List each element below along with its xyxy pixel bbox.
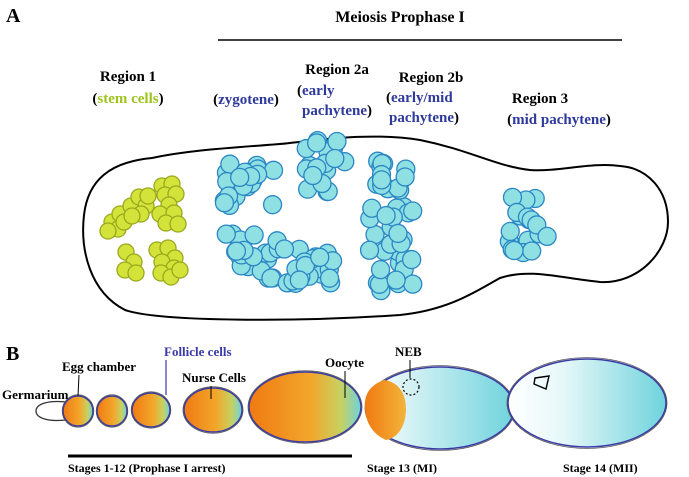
cell (537, 226, 557, 247)
meiotic-cell-clusters (214, 131, 557, 301)
cell (359, 240, 380, 260)
region2b-column (359, 151, 423, 301)
region3-label: Region 3 (mid pachytene) (507, 91, 611, 128)
neb-label: NEB (395, 344, 422, 359)
egg-chamber-4 (182, 386, 244, 434)
stem-cluster-2 (122, 187, 157, 225)
germarium-label: Germarium (2, 387, 69, 402)
region3-stage-line: (mid pachytene) (507, 112, 611, 128)
region2a-title: Region 2a (305, 62, 369, 78)
cell (306, 133, 327, 153)
germarium-outline (82, 135, 670, 321)
stage14-egg (506, 357, 668, 449)
cell (371, 170, 392, 190)
cell (504, 240, 524, 261)
cell (403, 274, 423, 294)
region3-title: Region 3 (512, 91, 568, 107)
zygotene-stage: zygotene (218, 92, 274, 108)
cell (214, 193, 235, 213)
stem-cell-clusters (99, 175, 189, 286)
cell (401, 249, 422, 270)
cell (376, 205, 396, 226)
region1-stage: stem cells (97, 91, 158, 107)
cell (139, 187, 157, 205)
region2b-title: Region 2b (399, 70, 464, 86)
follicle-cells-label: Follicle cells (164, 344, 232, 359)
panel-b-label: B (6, 343, 19, 365)
stages-1-12-label: Stages 1-12 (Prophase I arrest) (68, 461, 226, 475)
cell (230, 167, 250, 188)
zygotene-label: (zygotene) (213, 92, 279, 108)
region2b-label: Region 2b (early/mid pachytene) (386, 70, 463, 126)
region2b-stage-line2: pachytene) (389, 110, 459, 126)
cell (226, 241, 247, 261)
egg-chamber-5 (247, 370, 363, 444)
spindle-icon (533, 375, 550, 390)
cell (127, 264, 145, 282)
panel-a-label: A (6, 5, 21, 27)
cell (395, 167, 415, 187)
cell (99, 222, 117, 240)
zygotene-cluster-bottom (216, 224, 288, 288)
cell (289, 270, 309, 290)
neb-circle (402, 378, 420, 396)
stage-14-label: Stage 14 (MII) (563, 461, 638, 475)
oocyte-label: Oocyte (325, 355, 364, 370)
cell (274, 239, 295, 259)
cell (261, 268, 281, 288)
prophase-header: Meiosis Prophase I (335, 9, 464, 26)
cell (171, 261, 189, 279)
cell (370, 259, 391, 280)
cell (310, 247, 330, 267)
cell (216, 224, 236, 244)
cell (244, 225, 264, 245)
cell (388, 223, 408, 244)
zygotene-cluster-top (214, 154, 284, 216)
cell (262, 195, 283, 215)
egg-chamber-3 (130, 391, 172, 429)
stage13-egg (364, 365, 516, 451)
stem-cluster-5 (148, 239, 189, 286)
region1-title: Region 1 (100, 69, 156, 85)
cell (522, 241, 542, 261)
region1-stage-line: (stem cells) (92, 91, 163, 107)
region2a-label: Region 2a (early pachytene) (297, 62, 372, 119)
germarium-tip (35, 400, 67, 422)
stem-cluster-4 (116, 243, 145, 282)
region2a-stage-line1: (early (297, 83, 335, 99)
egg-chamber-2 (95, 394, 129, 428)
cell (123, 207, 141, 225)
nurse-cells-label: Nurse Cells (182, 370, 246, 385)
region1-label: Region 1 (stem cells) (92, 69, 163, 107)
region2b-stage-line1: (early/mid (386, 90, 453, 106)
region2a-cluster-top (296, 131, 355, 202)
cell (500, 221, 520, 242)
region2a-stage-line2: pachytene) (302, 103, 372, 119)
cell (319, 268, 340, 288)
stem-cluster-1 (99, 205, 133, 240)
stage-13-label: Stage 13 (MI) (367, 461, 437, 475)
stem-cluster-3 (151, 175, 187, 233)
cell (303, 165, 323, 186)
region3-cluster (499, 187, 557, 263)
cell (169, 215, 187, 233)
egg-chamber-label: Egg chamber (62, 359, 136, 374)
cell (325, 148, 345, 169)
cell (263, 160, 284, 180)
cell (386, 270, 406, 290)
region2a-cluster-bottom (274, 239, 343, 293)
cell (327, 131, 347, 152)
egg-chamber-pointer (77, 374, 80, 397)
cell (403, 201, 423, 221)
